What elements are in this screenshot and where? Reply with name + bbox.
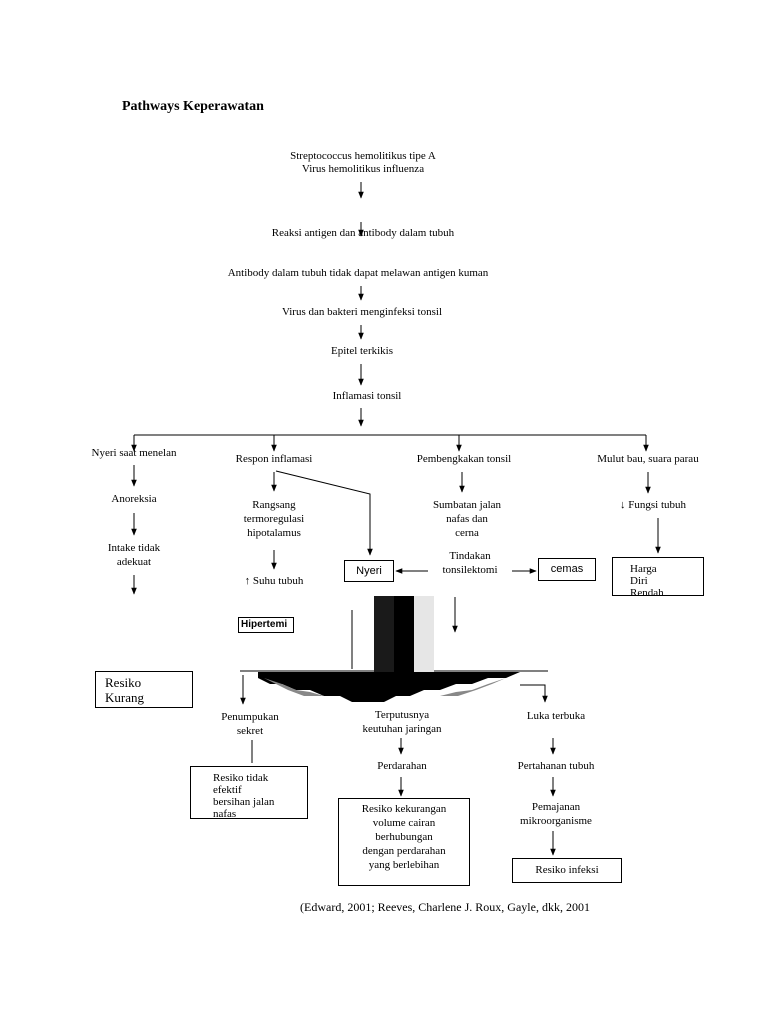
node-luka-terbuka: Luka terbuka (526, 710, 586, 722)
node-pemajanan: Pemajanan mikroorganisme (520, 801, 592, 827)
box-resiko-kurang-nutrisi: Resiko Kurang Nutrisi (95, 671, 193, 708)
node-nyeri-menelan: Nyeri saat menelan (91, 447, 177, 459)
box-cemas: cemas (538, 558, 596, 581)
box-resiko-infeksi: Resiko infeksi (512, 858, 622, 883)
node-sumbatan: Sumbatan jalan nafas dan cerna (432, 499, 502, 539)
node-respon-inflamasi: Respon inflamasi (235, 453, 313, 465)
node-terputusnya: Terputusnya keutuhan jaringan (362, 709, 442, 735)
node-pertahanan: Pertahanan tubuh (517, 760, 595, 772)
node-virus-bakteri: Virus dan bakteri menginfeksi tonsil (281, 306, 443, 318)
node-intake: Intake tidak adekuat (107, 542, 161, 568)
arrow-lower-to-luka (520, 684, 548, 703)
box-harga-diri: Harga Diri Rendah (612, 557, 704, 596)
node-rangsang: Rangsang termoregulasi hipotalamus (243, 499, 305, 539)
node-tindakan: Tindakan tonsilektomi (442, 550, 498, 576)
box-hipertemi: Hipertemi (238, 617, 294, 633)
node-suhu-tubuh: ↑ Suhu tubuh (244, 575, 304, 587)
node-penumpukan-sekret: Penumpukan sekret (221, 711, 279, 737)
node-anoreksia: Anoreksia (111, 493, 157, 505)
box-resiko-cairan: Resiko kekurangan volume cairan berhubun… (338, 798, 470, 886)
node-cause-virus: Virus hemolitikus influenza (301, 163, 425, 175)
node-mulut-bau: Mulut bau, suara parau (597, 453, 699, 465)
node-cause-streptococcus: Streptococcus hemolitikus tipe A (290, 150, 436, 162)
citation: (Edward, 2001; Reeves, Charlene J. Roux,… (300, 900, 590, 914)
node-epitel: Epitel terkikis (330, 345, 393, 357)
node-fungsi-tubuh: ↓ Fungsi tubuh (619, 499, 686, 511)
box-nyeri: Nyeri (344, 560, 394, 582)
node-pembengkakan: Pembengkakan tonsil (416, 453, 512, 465)
node-inflamasi: Inflamasi tonsil (332, 390, 402, 402)
node-antibody: Antibody dalam tubuh tidak dapat melawan… (227, 267, 489, 279)
page-title: Pathways Keperawatan (122, 99, 264, 114)
arrow-respon-to-nyeri (275, 470, 373, 556)
box-resiko-jalan-nafas: Resiko tidak efektif bersihan jalan nafa… (190, 766, 308, 819)
node-perdarahan: Perdarahan (377, 760, 427, 772)
render-artifact-shape (258, 596, 520, 702)
node-reaksi-antigen: Reaksi antigen dan antibody dalam tubuh (271, 227, 455, 239)
